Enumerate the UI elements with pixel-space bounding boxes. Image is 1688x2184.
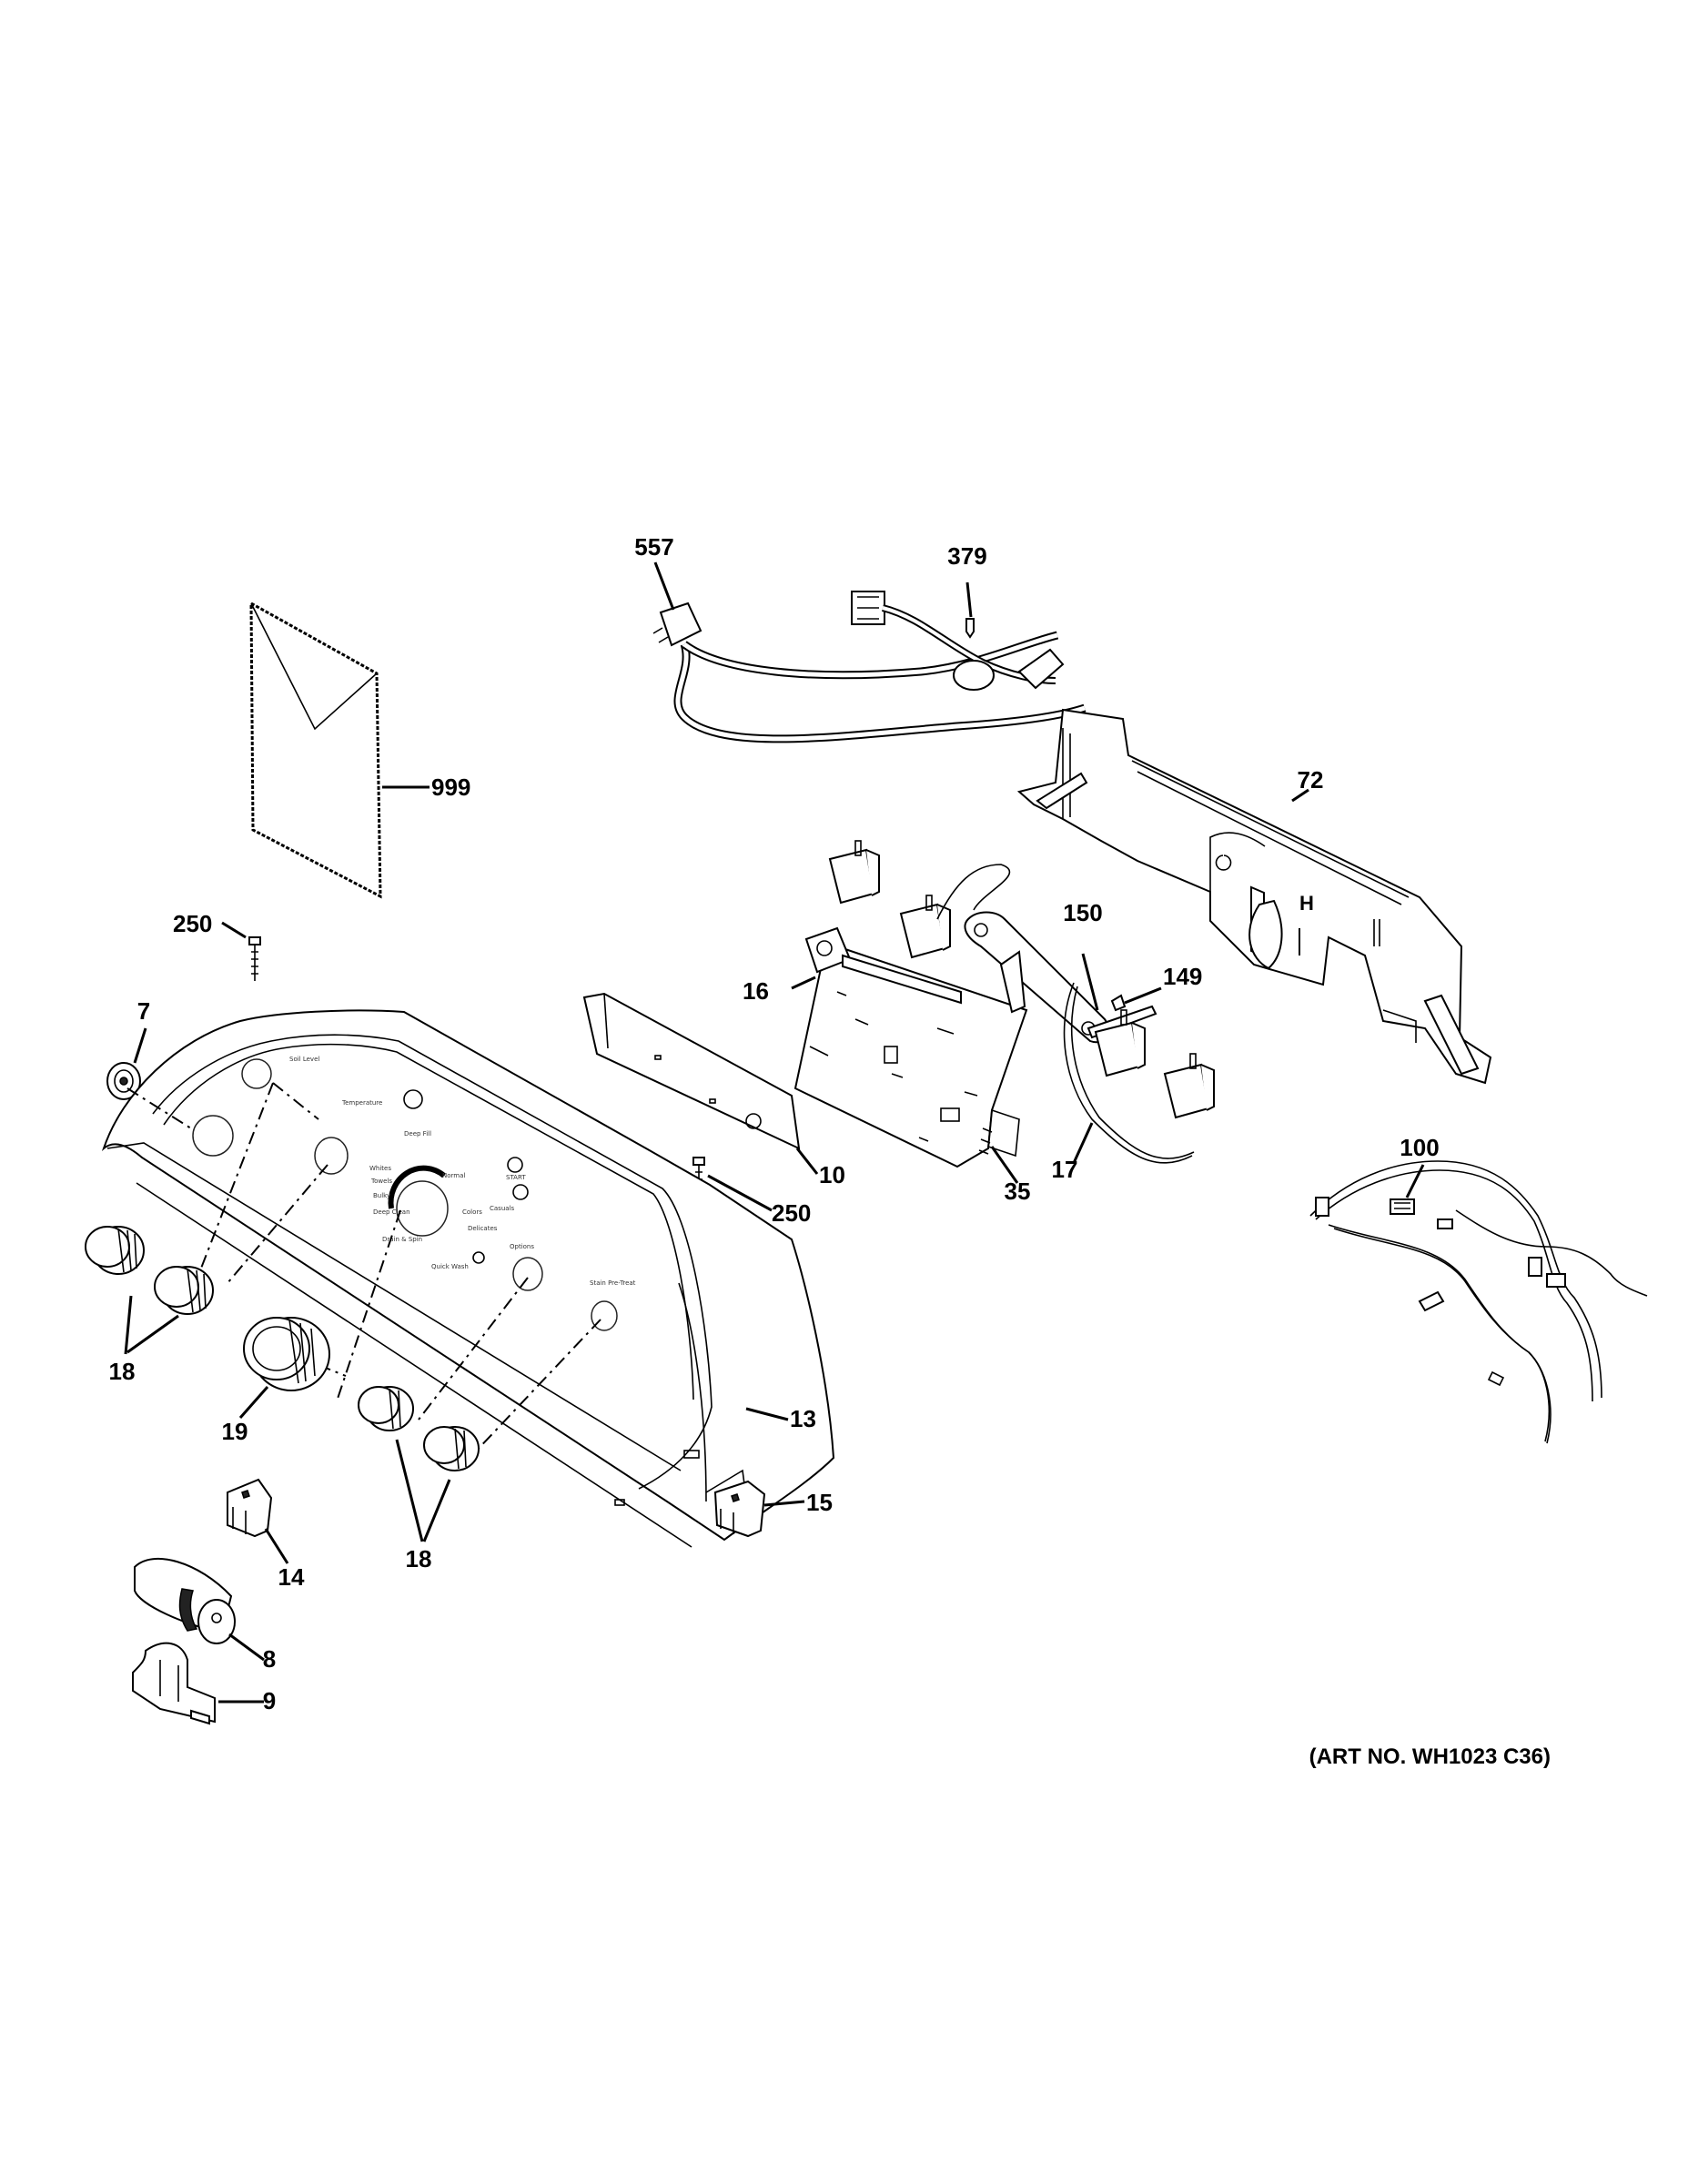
- part-8-capacitor: [134, 1557, 236, 1644]
- callout-557: 557: [634, 533, 673, 561]
- callout-150: 150: [1063, 899, 1102, 926]
- leader-16: [791, 976, 816, 990]
- leader-18-bottom: [395, 1439, 451, 1542]
- leader-19: [238, 1386, 269, 1419]
- part-999-envelope: [249, 601, 382, 899]
- callout-14: 14: [278, 1563, 305, 1591]
- callout-35: 35: [1005, 1178, 1031, 1205]
- callout-17: 17: [1052, 1156, 1078, 1183]
- panel-start: START: [506, 1174, 526, 1181]
- leader-72: [1291, 788, 1309, 803]
- part-19-selector-knob: [243, 1317, 330, 1391]
- part-16-switch: [804, 926, 962, 1005]
- callout-250-middle: 250: [772, 1199, 811, 1227]
- callout-999: 999: [431, 774, 470, 801]
- part-18-knob-1: [85, 1226, 145, 1275]
- panel-casuals: Casuals: [490, 1205, 514, 1212]
- part-10-board-cover: [582, 992, 801, 1150]
- part-17-valve-harness: [1063, 982, 1215, 1164]
- callout-72: 72: [1298, 766, 1324, 794]
- leader-557: [653, 561, 675, 611]
- callout-100: 100: [1400, 1134, 1439, 1161]
- part-149-screw: [1110, 994, 1127, 1012]
- panel-deep-clean: Deep Clean: [373, 1208, 410, 1216]
- panel-options: Options: [510, 1243, 534, 1250]
- panel-whites: Whites: [369, 1165, 391, 1172]
- leader-250-top: [221, 921, 247, 939]
- panel-normal: Normal: [442, 1172, 465, 1179]
- leader-17: [1072, 1122, 1094, 1164]
- callout-149: 149: [1163, 963, 1202, 990]
- panel-deep-fill: Deep Fill: [404, 1130, 431, 1138]
- leader-14: [264, 1528, 289, 1564]
- svg-text:H: H: [1299, 892, 1314, 915]
- callout-13: 13: [790, 1405, 816, 1432]
- callout-250-top: 250: [173, 910, 212, 937]
- panel-soil-level: Soil Level: [289, 1056, 319, 1063]
- part-14-clip: [227, 1478, 273, 1538]
- callout-10: 10: [819, 1161, 845, 1188]
- part-100-wire-harness: [1309, 1160, 1648, 1444]
- leader-379: [965, 581, 973, 618]
- callout-8: 8: [263, 1645, 276, 1673]
- switch-wire: [936, 864, 1010, 920]
- leader-35: [990, 1146, 1019, 1184]
- part-35-control-board: [793, 941, 1028, 1168]
- callout-7: 7: [137, 997, 150, 1025]
- panel-delicates: Delicates: [468, 1225, 498, 1232]
- valve-switch-upper-1: [828, 840, 880, 905]
- art-number: (ART NO. WH1023 C36): [1309, 1744, 1551, 1769]
- part-18-knob-2: [154, 1266, 214, 1315]
- leader-100: [1405, 1164, 1425, 1198]
- leader-150: [1081, 953, 1099, 1011]
- callout-16: 16: [743, 977, 769, 1005]
- panel-stain-pretreat: Stain Pre-Treat: [590, 1279, 636, 1287]
- valve-switch-upper-2: [899, 895, 951, 959]
- part-72-bracket: H: [1016, 708, 1492, 1085]
- panel-temperature: Temperature: [341, 1099, 382, 1107]
- leader-18-top: [124, 1295, 179, 1355]
- panel-towels: Towels: [370, 1178, 392, 1185]
- part-15-clip: [713, 1480, 766, 1538]
- panel-drain-spin: Drain & Spin: [382, 1236, 422, 1243]
- callout-379: 379: [947, 542, 986, 570]
- part-18-knob-3: [358, 1386, 414, 1431]
- callout-18-top: 18: [109, 1358, 136, 1385]
- leader-10: [795, 1148, 819, 1175]
- leader-15: [763, 1500, 805, 1507]
- callout-18-bottom: 18: [406, 1545, 432, 1572]
- part-379-screw: [965, 618, 975, 639]
- panel-quick-wash: Quick Wash: [431, 1263, 469, 1270]
- leader-149: [1124, 986, 1162, 1005]
- part-557-power-cord: [652, 591, 1087, 743]
- leader-13: [745, 1407, 789, 1421]
- part-250-screw-top: [248, 936, 261, 981]
- callout-9: 9: [263, 1687, 276, 1714]
- part-9-bracket: [132, 1642, 216, 1725]
- leader-8: [228, 1633, 265, 1662]
- callout-19: 19: [222, 1418, 248, 1445]
- leader-250-middle: [707, 1174, 773, 1212]
- panel-colors: Colors: [462, 1208, 482, 1216]
- leader-7: [133, 1027, 147, 1064]
- part-18-knob-4: [423, 1426, 480, 1471]
- callout-15: 15: [806, 1489, 833, 1516]
- panel-bulky: Bulky: [373, 1192, 390, 1199]
- part-13-control-panel: Soil Level Temperature Deep Fill Normal …: [101, 1009, 835, 1548]
